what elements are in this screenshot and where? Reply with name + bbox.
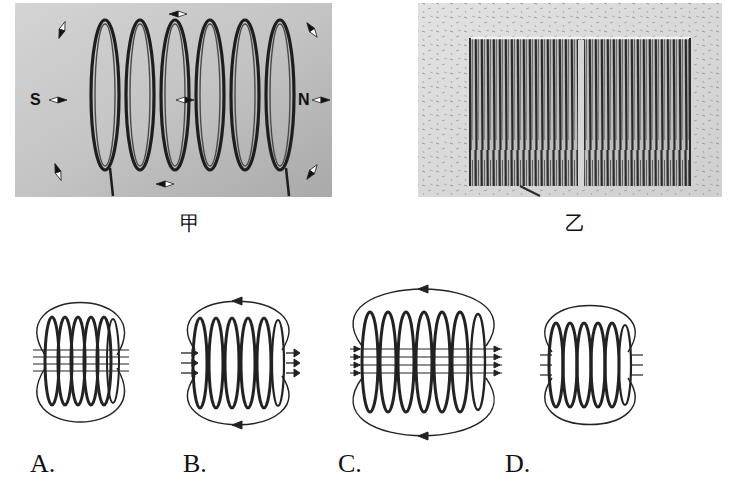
arrowhead: [418, 432, 428, 440]
coil-turn: [434, 312, 450, 412]
option-d-figure: [540, 306, 643, 425]
coil-turn: [196, 20, 224, 170]
pole-label: N: [298, 91, 310, 109]
coil-turn: [266, 20, 294, 170]
arrowhead: [294, 349, 300, 357]
option-b-figure: [181, 297, 300, 429]
lead-wire: [286, 168, 289, 196]
coil-turn: [362, 312, 378, 412]
photo-ground: [15, 3, 332, 197]
arrowhead: [418, 285, 428, 293]
coil-turn: [107, 319, 119, 403]
coil-turn: [91, 20, 119, 170]
option-label: A.: [30, 450, 55, 479]
field-line: [33, 356, 129, 357]
field-line: [181, 362, 192, 363]
coil-turn: [563, 323, 577, 407]
arrowhead: [354, 346, 360, 352]
compass-needle: [169, 11, 187, 17]
coil-turn: [241, 318, 255, 408]
coil-gap: [578, 40, 584, 186]
coil-edge: [469, 38, 471, 186]
filings-solenoid: [470, 38, 690, 196]
coil-turn: [619, 325, 631, 405]
iron-filings: [418, 3, 722, 197]
pole-label: S: [30, 91, 41, 109]
coil-turn: [549, 323, 563, 407]
option-c-figure: [350, 285, 502, 440]
field-line: [286, 362, 294, 363]
field-line: [33, 370, 129, 371]
field-line: [33, 363, 129, 364]
arrowhead: [354, 362, 360, 368]
option-label: D.: [505, 450, 530, 479]
compass-needle: [176, 97, 194, 103]
compass-needle: [156, 181, 174, 187]
coil-windings: [470, 38, 690, 186]
photo-ground: [418, 3, 722, 197]
option-label: B.: [183, 450, 207, 479]
solenoid: [91, 20, 294, 196]
arrowhead: [494, 346, 500, 352]
field-line: [630, 374, 643, 375]
coil-turn: [231, 20, 259, 170]
arrowhead: [232, 421, 242, 429]
coil-top-wire: [470, 37, 690, 40]
coil-turn: [605, 323, 619, 407]
coil-turn: [591, 323, 605, 407]
compass-needle: [304, 21, 319, 39]
lead-wire: [520, 186, 540, 196]
compass-needle: [52, 163, 64, 182]
coil-turn: [416, 312, 432, 412]
coil-turn: [126, 20, 154, 170]
figure-label: 甲: [180, 212, 200, 234]
coil-turn: [225, 318, 239, 408]
coil-turn: [272, 320, 284, 406]
option-label: C.: [338, 450, 362, 479]
coil-turn: [577, 323, 591, 407]
arrowhead: [494, 362, 500, 368]
coil-turn: [193, 318, 207, 408]
compass-needle: [312, 97, 330, 103]
field-line: [350, 348, 502, 349]
arrowhead: [294, 369, 300, 377]
coil-turn: [471, 314, 485, 410]
field-line: [33, 349, 129, 350]
figure-label: 乙: [565, 212, 585, 234]
arrowhead: [494, 370, 500, 376]
compass-needle: [56, 21, 68, 40]
compass-needle: [49, 97, 67, 103]
field-line: [630, 354, 643, 355]
arrowhead: [354, 370, 360, 376]
field-line: [350, 356, 502, 357]
field-line: [181, 372, 192, 373]
arrowhead: [494, 354, 500, 360]
field-line: [350, 372, 502, 373]
field-line: [286, 372, 294, 373]
field-line: [630, 364, 643, 365]
arrowhead: [294, 359, 300, 367]
coil-turn: [452, 312, 468, 412]
coil-edge: [689, 38, 691, 186]
field-line: [181, 352, 192, 353]
compass-needle: [304, 163, 319, 181]
arrowhead: [354, 354, 360, 360]
option-a-figure: [33, 303, 129, 423]
coil-turn: [161, 20, 189, 170]
field-line: [350, 364, 502, 365]
lead-wire: [110, 168, 113, 196]
field-line: [286, 352, 294, 353]
arrowhead: [232, 297, 242, 305]
compass-needles: [49, 11, 330, 187]
coil-turn: [257, 318, 271, 408]
coil-turn: [209, 318, 223, 408]
coil-turn: [380, 312, 396, 412]
coil-turn: [398, 312, 414, 412]
